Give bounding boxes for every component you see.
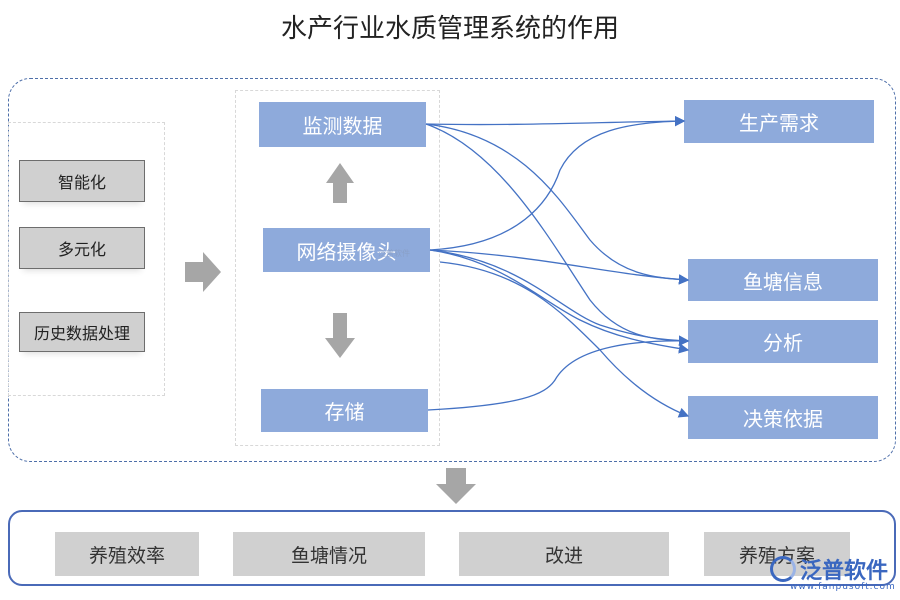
logo-url: www.fanpusoft.com xyxy=(790,582,896,592)
link-camera-analysis-2 xyxy=(429,249,690,354)
bottom-item-improve: 改进 xyxy=(459,532,669,576)
right-block-arrow xyxy=(185,252,221,292)
bottom-item-efficiency: 养殖效率 xyxy=(55,532,199,576)
node-production-demand: 生产需求 xyxy=(684,100,874,143)
left-item-smart: 智能化 xyxy=(19,160,145,202)
node-decision-basis: 决策依据 xyxy=(688,396,878,439)
link-camera-decision xyxy=(439,261,690,418)
link-monitor-demand xyxy=(425,115,686,127)
link-monitor-analysis xyxy=(425,123,690,346)
node-pond-info: 鱼塘信息 xyxy=(688,259,878,301)
link-camera-pond xyxy=(429,249,690,285)
middle-panel xyxy=(235,90,440,446)
link-storage-analysis xyxy=(427,335,690,411)
down-block-arrow xyxy=(325,313,355,358)
bottom-frame xyxy=(8,510,896,586)
link-camera-analysis xyxy=(429,249,690,346)
up-block-arrow xyxy=(326,163,354,203)
page-title: 水产行业水质管理系统的作用 xyxy=(280,14,619,44)
node-storage: 存储 xyxy=(261,389,428,432)
node-analysis: 分析 xyxy=(688,320,878,363)
logo-text: 泛普软件 xyxy=(800,559,889,584)
bottom-item-pond-status: 鱼塘情况 xyxy=(233,532,425,576)
brand-logo: 泛普软件 xyxy=(770,553,888,585)
left-item-history: 历史数据处理 xyxy=(19,312,145,352)
down-bottom-arrow xyxy=(436,468,476,504)
left-item-diverse: 多元化 xyxy=(19,227,145,269)
left-panel xyxy=(8,122,165,396)
node-monitor-data: 监测数据 xyxy=(259,102,426,147)
logo-icon xyxy=(770,556,796,582)
link-camera-demand xyxy=(429,115,686,251)
small-watermark: 泛普软件 xyxy=(378,249,410,258)
node-network-camera: 网络摄像头 xyxy=(263,228,430,272)
